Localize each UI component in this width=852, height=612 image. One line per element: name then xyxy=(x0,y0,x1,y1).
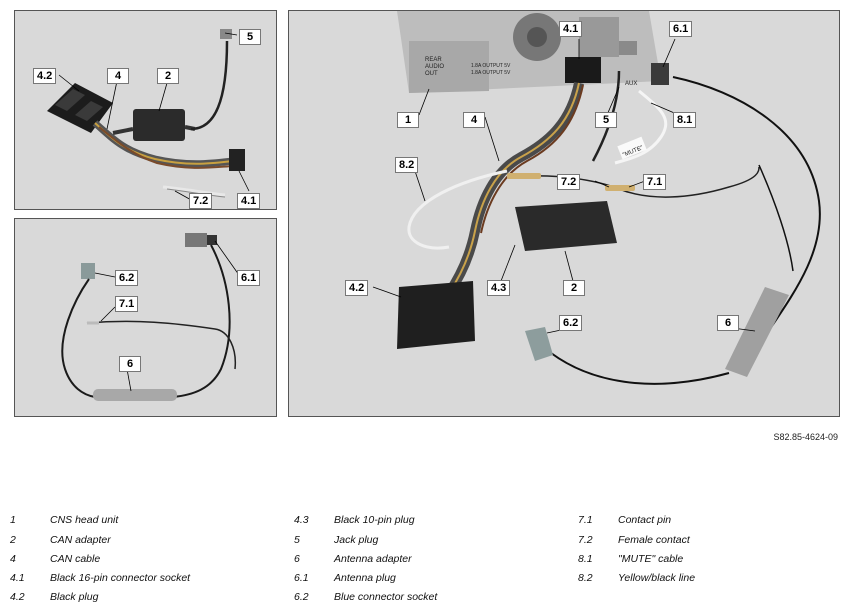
callout-black-plug: 4.2 xyxy=(33,68,57,84)
legend-text: Contact pin xyxy=(618,514,672,526)
unit-label-rear: REAR xyxy=(425,57,442,63)
callout-connector-socket: 4.1 xyxy=(237,193,261,209)
callout-main-yellow-black-line: 8.2 xyxy=(395,157,419,173)
callout-antenna-adapter: 6 xyxy=(119,356,141,372)
can-adapter-box xyxy=(133,109,185,141)
antenna-adapter-tube xyxy=(93,389,177,401)
legend-num: 8.2 xyxy=(578,572,593,584)
callout-female-contact: 7.2 xyxy=(189,193,213,209)
legend-num: 2 xyxy=(10,534,16,546)
antenna-adapter-main-drawing xyxy=(725,287,789,377)
callout-contact-pin: 7.1 xyxy=(115,296,139,312)
legend: 1 CNS head unit 2 CAN adapter 4 CAN cabl… xyxy=(0,512,852,612)
callout-main-female-contact: 7.2 xyxy=(557,174,581,190)
callout-main-black-plug: 4.2 xyxy=(345,280,369,296)
callout-main-antenna-plug: 6.1 xyxy=(669,21,693,37)
black-plug-main-drawing xyxy=(397,281,475,349)
legend-num: 7.2 xyxy=(578,534,593,546)
legend-num: 6.2 xyxy=(294,591,309,603)
panel-can-adapter-kit: 5 4.2 4 2 7.2 4.1 xyxy=(14,10,277,210)
black-plug-drawing xyxy=(47,83,113,133)
callout-can-cable: 4 xyxy=(107,68,129,84)
callout-jack-plug: 5 xyxy=(239,29,261,45)
legend-text: Black 10-pin plug xyxy=(334,514,415,526)
can-adapter-kit-drawing xyxy=(47,29,250,202)
callout-main-can-cable: 4 xyxy=(463,112,485,128)
callout-main-antenna-adapter: 6 xyxy=(717,315,739,331)
legend-text: Antenna adapter xyxy=(334,553,412,565)
legend-text: Female contact xyxy=(618,534,690,546)
legend-text: Yellow/black line xyxy=(618,572,696,584)
installation-overview-drawing: REAR AUDIO OUT 1.8A OUTPUT 5V 1.8A OUTPU… xyxy=(372,11,821,385)
callout-antenna-plug: 6.1 xyxy=(237,270,261,286)
panel-installation-overview: REAR AUDIO OUT 1.8A OUTPUT 5V 1.8A OUTPU… xyxy=(288,10,840,417)
callout-main-mute-cable: 8.1 xyxy=(673,112,697,128)
callout-main-contact-pin: 7.1 xyxy=(643,174,667,190)
legend-num: 1 xyxy=(10,514,16,526)
legend-text: Black plug xyxy=(50,591,99,603)
legend-num: 6.1 xyxy=(294,572,309,584)
blue-connector-main-drawing xyxy=(525,327,553,361)
callout-can-adapter: 2 xyxy=(157,68,179,84)
legend-num: 4.2 xyxy=(10,591,25,603)
legend-num: 5 xyxy=(294,534,300,546)
legend-text: Blue connector socket xyxy=(334,591,438,603)
callout-main-connector-socket: 4.1 xyxy=(559,21,583,37)
legend-num: 8.1 xyxy=(578,553,593,565)
callout-main-jack-plug: 5 xyxy=(595,112,617,128)
legend-num: 7.1 xyxy=(578,514,593,526)
legend-num: 4.3 xyxy=(294,514,309,526)
legend-text: "MUTE" cable xyxy=(618,553,684,565)
panel-antenna-adapter: 6.2 6.1 7.1 6 xyxy=(14,218,277,417)
legend-text: Jack plug xyxy=(334,534,379,546)
callout-main-10-pin-plug: 4.3 xyxy=(487,280,511,296)
figure-reference: S82.85-4624-09 xyxy=(773,432,838,442)
callout-main-can-adapter: 2 xyxy=(563,280,585,296)
unit-label-audio: AUDIO xyxy=(425,64,444,70)
legend-text: Antenna plug xyxy=(334,572,396,584)
connector-socket-drawing xyxy=(565,57,601,83)
legend-text: Black 16-pin connector socket xyxy=(50,572,191,584)
can-adapter-drawing xyxy=(515,201,617,251)
unit-label-output-1: 1.8A OUTPUT 5V xyxy=(471,63,511,69)
blue-connector-drawing xyxy=(81,263,95,279)
unit-label-out: OUT xyxy=(425,71,438,77)
callout-blue-connector: 6.2 xyxy=(115,270,139,286)
callout-main-blue-connector: 6.2 xyxy=(559,315,583,331)
legend-text: CAN adapter xyxy=(50,534,111,546)
legend-num: 4.1 xyxy=(10,572,25,584)
callout-main-head-unit: 1 xyxy=(397,112,419,128)
antenna-adapter-drawing xyxy=(61,233,240,401)
head-unit-drawing xyxy=(397,11,661,93)
legend-num: 4 xyxy=(10,553,16,565)
legend-text: CNS head unit xyxy=(50,514,119,526)
unit-label-output-2: 1.8A OUTPUT 5V xyxy=(471,70,511,76)
legend-num: 6 xyxy=(294,553,300,565)
legend-text: CAN cable xyxy=(50,553,101,565)
unit-label-aux: AUX xyxy=(625,81,637,87)
